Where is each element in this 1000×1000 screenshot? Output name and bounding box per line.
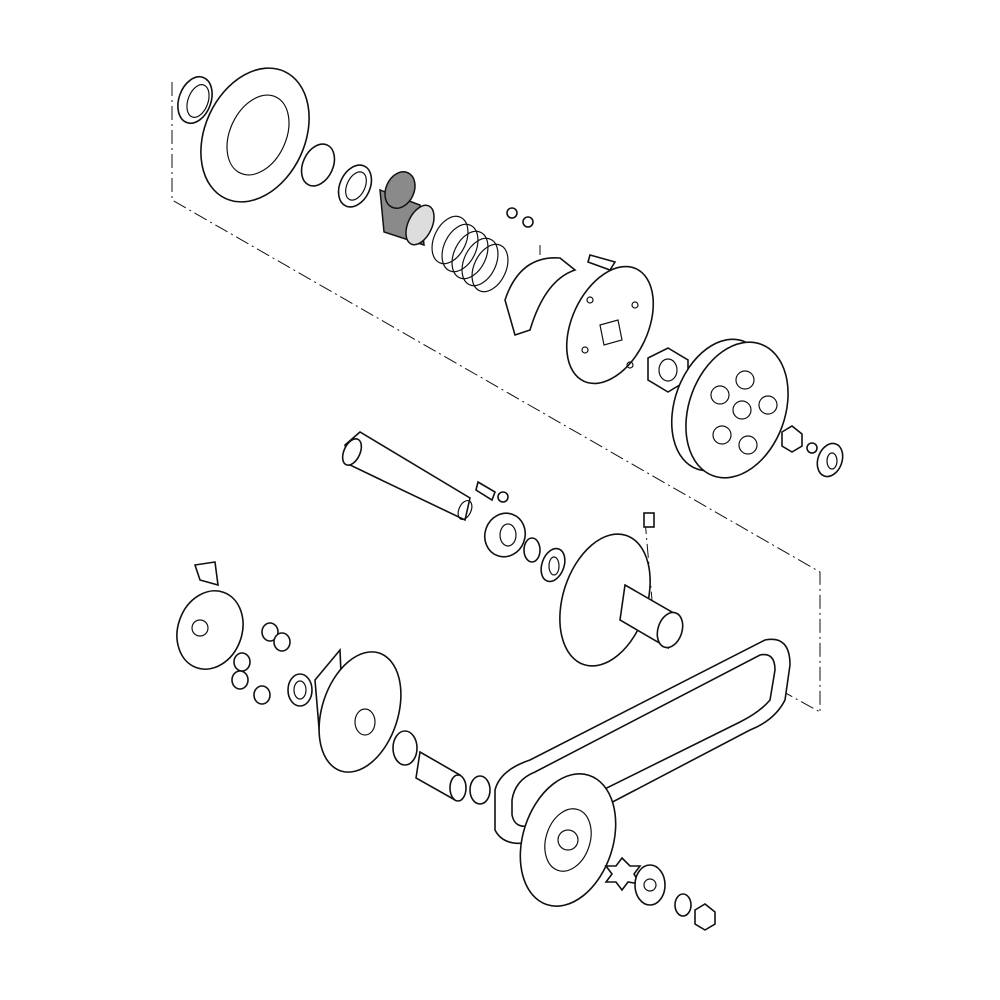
washer (337, 164, 373, 208)
clutch-cover-plate (200, 67, 310, 203)
spacer-ring (540, 547, 566, 583)
ramp-plate (176, 590, 244, 670)
slider-clip (193, 561, 219, 587)
star-washer (604, 856, 642, 892)
highlighted-bushing (379, 171, 435, 247)
sleeve (415, 750, 467, 802)
one-way-hub (634, 864, 666, 906)
clutch-spring (431, 215, 509, 293)
clutch-assembly (177, 67, 844, 479)
small-nut (781, 425, 803, 453)
circlip (523, 537, 541, 563)
washer (392, 730, 418, 766)
circlips (506, 207, 534, 228)
fan-pulley (519, 773, 617, 907)
clutch-shoes (504, 254, 617, 337)
variator-group (176, 561, 716, 931)
seal (287, 673, 313, 707)
small-washer (806, 442, 818, 454)
ring (300, 143, 336, 187)
rollers (231, 622, 291, 705)
driven-pulley (559, 512, 684, 667)
bearing (816, 442, 844, 478)
shaft-bearing (483, 512, 527, 558)
nut (694, 903, 716, 931)
oil-seal (177, 75, 213, 125)
drive-shaft (341, 431, 473, 522)
clutch-drum (670, 338, 789, 479)
clutch-backplate (565, 265, 655, 385)
washer (674, 893, 692, 917)
variator-pulley (314, 647, 402, 773)
bolt (475, 480, 509, 503)
ring (469, 775, 491, 805)
